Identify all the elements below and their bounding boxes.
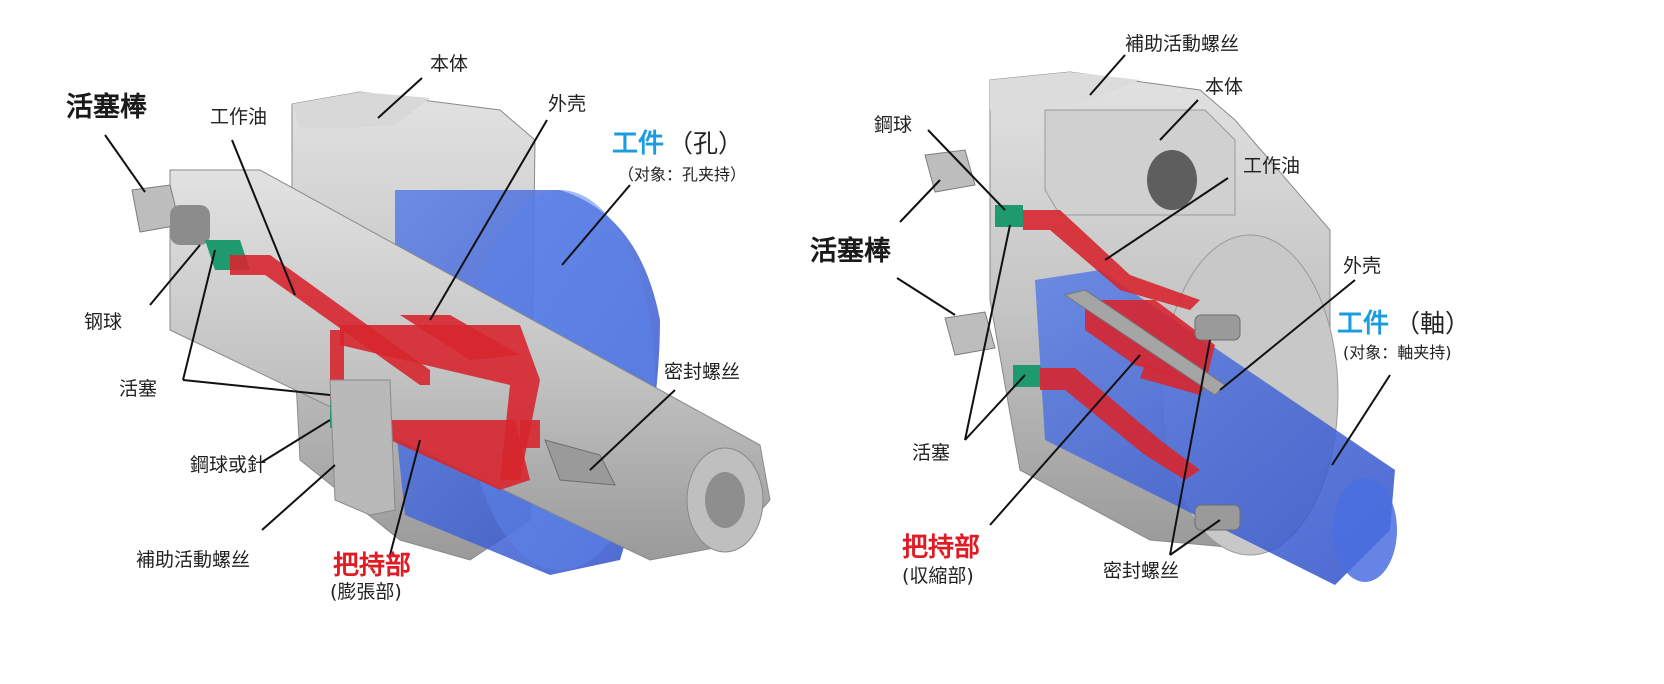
right-label-workpiece-note: (对象：軸夹持) bbox=[1343, 343, 1452, 362]
left-shaft-bore bbox=[705, 472, 745, 528]
left-label-workpiece-note: （对象：孔夹持） bbox=[618, 165, 746, 184]
left-label-shell: 外壳 bbox=[548, 93, 586, 115]
left-label-aux-screw: 補助活動螺丝 bbox=[136, 549, 250, 571]
right-seal-screw-upper bbox=[1194, 314, 1241, 341]
left-label-piston: 活塞 bbox=[119, 378, 157, 400]
right-label-workpiece-shaft: （軸） bbox=[1395, 309, 1470, 338]
right-label-grip: 把持部 bbox=[902, 533, 980, 563]
right-workpiece-end bbox=[1333, 478, 1397, 582]
left-oil-channels bbox=[230, 255, 540, 490]
right-leader-lines bbox=[896, 54, 1391, 556]
right-label-body: 本体 bbox=[1205, 76, 1243, 98]
right-label-piston: 活塞 bbox=[912, 442, 950, 464]
right-label-oil: 工作油 bbox=[1243, 155, 1300, 177]
left-label-workpiece: 工件 bbox=[612, 129, 664, 159]
left-label-ball-or-needle: 鋼球或針 bbox=[190, 454, 266, 476]
left-seal-screw bbox=[544, 439, 616, 486]
right-label-grip-note: (収縮部) bbox=[902, 565, 974, 587]
right-diagram bbox=[924, 71, 1397, 585]
left-label-workpiece-hole: （孔） bbox=[668, 129, 743, 158]
left-leader-lines bbox=[104, 77, 676, 556]
right-piston-upper bbox=[995, 205, 1023, 227]
right-body-window bbox=[1044, 109, 1236, 216]
right-label-aux-screw: 補助活動螺丝 bbox=[1125, 33, 1239, 55]
left-lower-housing bbox=[329, 379, 396, 516]
right-label-seal-screw: 密封螺丝 bbox=[1103, 560, 1179, 582]
right-label-workpiece: 工件 bbox=[1337, 309, 1389, 339]
left-label-body: 本体 bbox=[430, 53, 468, 75]
right-label-piston-rod: 活塞棒 bbox=[810, 235, 892, 267]
left-label-seal-screw: 密封螺丝 bbox=[664, 361, 740, 383]
left-diagram bbox=[131, 91, 771, 575]
left-ball-housing bbox=[170, 205, 210, 245]
left-label-piston-rod: 活塞棒 bbox=[66, 91, 148, 123]
right-labels: 補助活動螺丝 本体 鋼球 工作油 活塞棒 外壳 工件 （軸） (对象：軸夹持) … bbox=[810, 33, 1470, 587]
right-label-steel-ball: 鋼球 bbox=[874, 114, 912, 136]
left-label-grip-note: (膨張部) bbox=[330, 581, 402, 603]
right-body-hole bbox=[1147, 150, 1197, 210]
left-labels: 活塞棒 工作油 本体 外壳 工件 （孔） （对象：孔夹持） 钢球 活塞 鋼球或針… bbox=[66, 53, 746, 603]
right-piston-rod-lower bbox=[944, 311, 996, 356]
left-label-oil: 工作油 bbox=[210, 106, 267, 128]
right-seal-screw-lower bbox=[1194, 504, 1241, 531]
left-label-steel-ball: 钢球 bbox=[84, 311, 122, 333]
left-label-grip: 把持部 bbox=[333, 551, 411, 581]
right-label-shell: 外壳 bbox=[1343, 255, 1381, 277]
